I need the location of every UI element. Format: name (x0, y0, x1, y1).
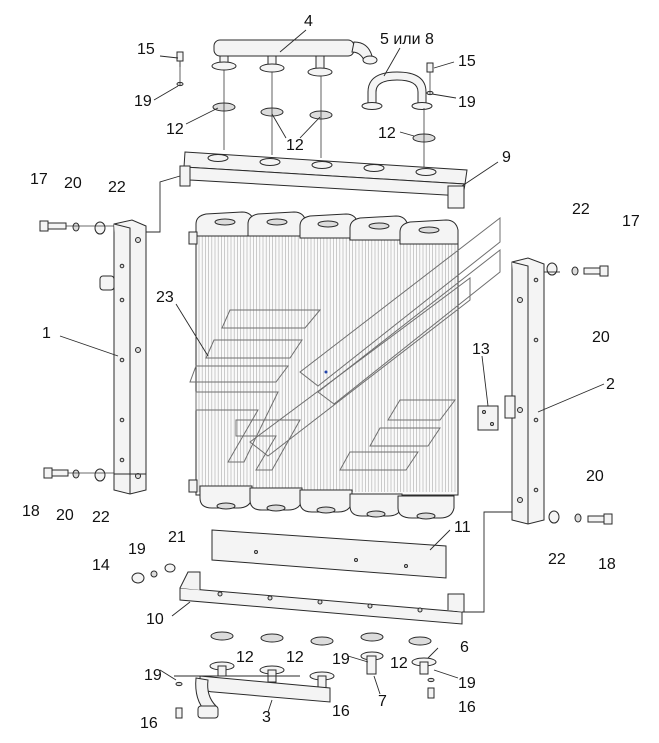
label-1: 1 (42, 325, 51, 342)
label-21: 21 (168, 529, 186, 546)
label-22-bottom-right: 22 (548, 551, 566, 568)
lower-strip-part-11 (211, 529, 447, 579)
label-13: 13 (472, 341, 490, 358)
upper-pipe-part-4 (211, 39, 378, 77)
label-20-bottom-left: 20 (56, 507, 74, 524)
gaskets-part-12-bottom (210, 631, 432, 646)
label-19-bottom-left: 19 (144, 667, 162, 684)
bolts-part-16 (175, 677, 435, 719)
label-2: 2 (606, 376, 615, 393)
label-6: 6 (460, 639, 469, 656)
label-22-top-right: 22 (572, 201, 590, 218)
plug-part-14 (131, 563, 176, 584)
u-pipe-part-5-or-8 (361, 71, 433, 110)
label-7: 7 (378, 693, 387, 710)
bolt-part-17-right (546, 262, 609, 277)
label-17-left: 17 (30, 171, 48, 188)
label-11: 11 (454, 519, 471, 536)
label-12-f: 12 (390, 655, 408, 672)
part-labels: 4 5 или 8 15 15 19 19 12 12 12 9 17 20 2… (22, 13, 640, 732)
label-20-right: 20 (592, 329, 610, 346)
label-22-top-left: 22 (108, 179, 126, 196)
label-12-d: 12 (236, 649, 254, 666)
label-18-left: 18 (22, 503, 40, 520)
label-19-top-right: 19 (458, 94, 476, 111)
label-17-right: 17 (622, 213, 640, 230)
gaskets-part-12-top (212, 102, 436, 143)
label-14: 14 (92, 557, 110, 574)
label-20-top-left: 20 (64, 175, 82, 192)
label-19-top-left: 19 (134, 93, 152, 110)
assembly-axes (179, 62, 431, 170)
label-12-a: 12 (166, 121, 184, 138)
fitting-part-6 (411, 657, 437, 675)
bolt-part-18-right (548, 510, 613, 525)
label-15-left: 15 (137, 41, 155, 58)
label-12-e: 12 (286, 649, 304, 666)
leader-lines (59, 29, 605, 713)
label-4: 4 (304, 13, 313, 30)
label-16-left: 16 (140, 715, 158, 732)
bolt-part-17-left (39, 220, 114, 235)
label-19-mid: 19 (128, 541, 146, 558)
right-side-plate-part-2 (504, 257, 545, 525)
label-16-right: 16 (458, 699, 476, 716)
label-19-bottom-right: 19 (458, 675, 476, 692)
label-15-right: 15 (458, 53, 476, 70)
label-23: 23 (156, 289, 174, 306)
label-22-bottom-left: 22 (92, 509, 110, 526)
label-9: 9 (502, 149, 511, 166)
label-16-mid: 16 (332, 703, 350, 720)
label-19-bottom-mid: 19 (332, 651, 350, 668)
label-5-or-8: 5 или 8 (380, 31, 434, 48)
watermark-emblem-icon (189, 216, 501, 471)
label-10: 10 (146, 611, 164, 628)
label-12-b: 12 (286, 137, 304, 154)
bolt-part-18-left (43, 467, 114, 482)
label-12-c: 12 (378, 125, 396, 142)
radiator-core-part-23 (188, 211, 459, 520)
bracket-part-13 (477, 405, 499, 431)
bottom-cover-part-10 (179, 571, 465, 625)
label-3: 3 (262, 709, 271, 726)
core-fins (198, 236, 456, 492)
label-18-right: 18 (598, 556, 616, 573)
left-side-plate-part-1 (99, 219, 147, 495)
label-20-bottom-right: 20 (586, 468, 604, 485)
fitting-part-7 (360, 651, 384, 675)
